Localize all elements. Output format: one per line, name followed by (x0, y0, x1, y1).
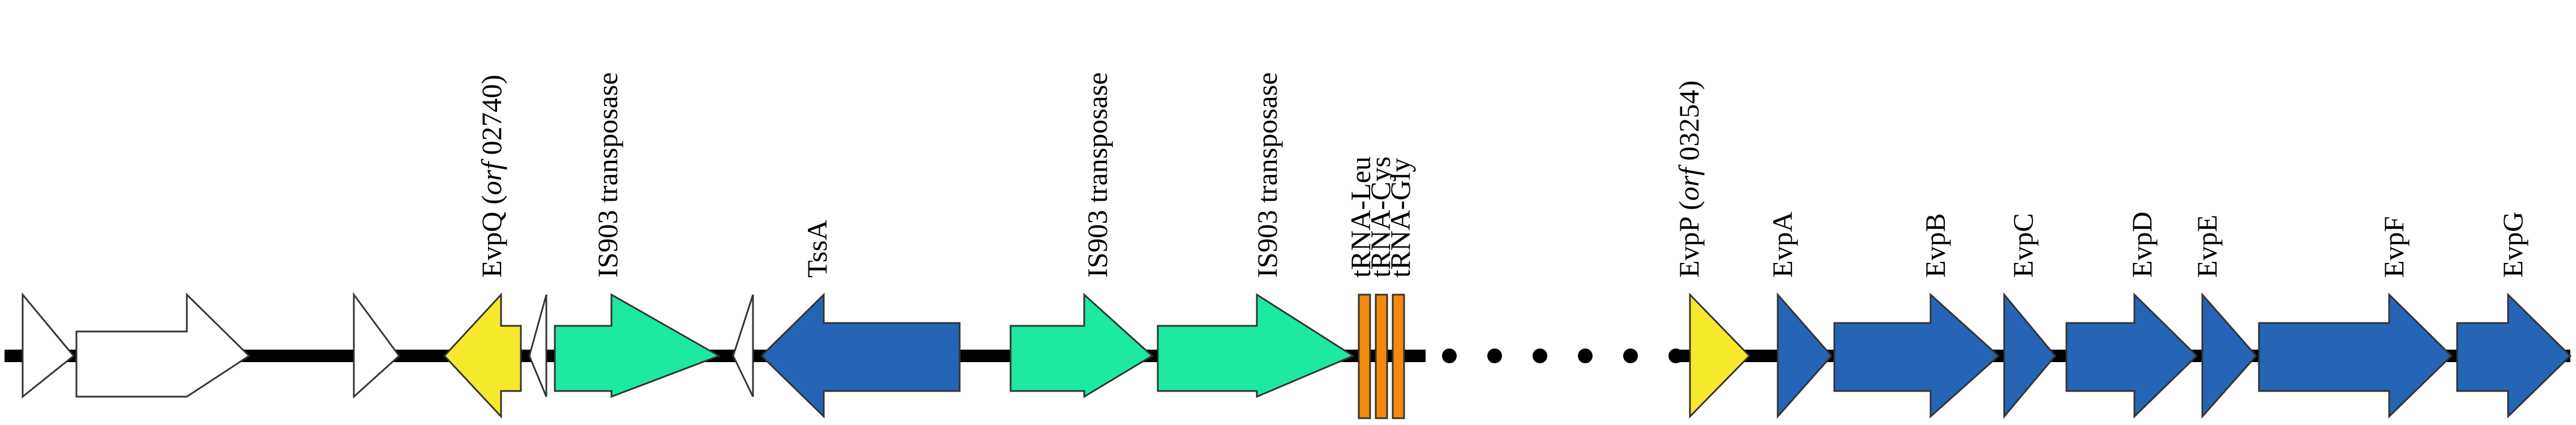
label-trna-leu: tRNA-Leu (1345, 156, 1376, 278)
gap-dots (1442, 348, 1683, 363)
label-evpe: EvpE (2191, 215, 2223, 278)
gene-unlabeled-1 (22, 292, 75, 399)
gene-is903-3 (1157, 293, 1355, 398)
label-evpd: EvpD (2126, 211, 2158, 278)
label-is903-3: IS903 transposase (1251, 73, 1283, 278)
label-trna-gly: tRNA-Gly (1384, 158, 1416, 278)
label-is903-1: IS903 transposase (592, 73, 623, 278)
backbone-left-cap (5, 350, 22, 362)
label-evpp: EvpP (orf 03254) (1673, 80, 1705, 278)
gene-evpg (2456, 292, 2572, 419)
gene-evpa (1777, 292, 1833, 419)
gene-evpd (2065, 292, 2198, 419)
label-evpc: EvpC (2007, 213, 2039, 278)
gene-evpe (2201, 292, 2258, 419)
gene-evpq (443, 292, 522, 419)
gene-unlabeled-3 (353, 292, 401, 399)
trna-cys-block (1375, 294, 1388, 419)
label-evpf: EvpF (2378, 216, 2410, 278)
label-evpg: EvpG (2497, 211, 2528, 278)
gene-is903-2 (1009, 292, 1154, 398)
gene-is903-1 (554, 293, 721, 398)
gene-unlabeled-2 (75, 292, 251, 398)
gene-evpb (1833, 292, 2000, 419)
label-tssa: TssA (801, 220, 833, 278)
gene-unlabeled-5 (732, 294, 754, 397)
gene-evpp (1689, 292, 1751, 419)
trna-leu-block (1358, 294, 1371, 419)
gene-tssa (760, 292, 961, 419)
label-evpb: EvpB (1919, 213, 1951, 278)
gene-evpf (2258, 292, 2453, 419)
label-trna-cys: tRNA-Cys (1364, 156, 1396, 278)
gene-unlabeled-4 (528, 294, 547, 397)
label-evpq: EvpQ (orf 02740) (476, 75, 507, 278)
trna-gly-block (1392, 294, 1405, 419)
label-is903-2: IS903 transposase (1081, 73, 1113, 278)
label-evpa: EvpA (1766, 211, 1798, 278)
gene-evpc (2003, 292, 2056, 419)
